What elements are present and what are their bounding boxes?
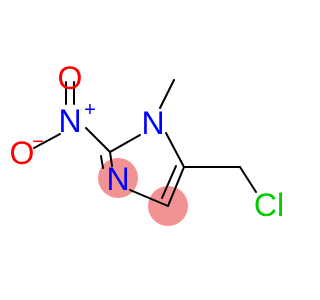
atom-ring-nitrogen-methyl: N — [141, 105, 164, 141]
bond-nitro-c2 — [85, 127, 111, 153]
charge-plus: + — [84, 99, 96, 121]
charge-minus: − — [32, 131, 44, 153]
atom-oxygen-top: O — [58, 60, 83, 96]
bond-n3-c4 — [129, 189, 169, 207]
atom-ring-nitrogen: N — [106, 161, 129, 197]
bond-c2-n3-a — [109, 151, 113, 167]
bond-c4-c5-b — [161, 165, 177, 199]
bond-c2-n1 — [109, 134, 141, 153]
aromatic-highlight-nitrogen — [98, 158, 138, 198]
atom-nitro-nitrogen: N — [58, 103, 81, 139]
bond-group — [33, 79, 257, 207]
molecule-canvas: O N + O − N N Cl — [10, 60, 284, 226]
atom-chlorine: Cl — [254, 187, 284, 223]
atom-oxygen-bottom: O — [10, 135, 35, 171]
bond-n-o-single — [33, 133, 61, 149]
bond-c2-n3-b — [100, 155, 104, 169]
bond-methyl — [159, 79, 175, 109]
bond-ch2-cl — [239, 166, 257, 193]
structure-diagram: O N + O − N N Cl — [10, 60, 284, 226]
bond-c4-c5-a — [167, 166, 185, 207]
bond-n1-c5 — [165, 132, 185, 168]
